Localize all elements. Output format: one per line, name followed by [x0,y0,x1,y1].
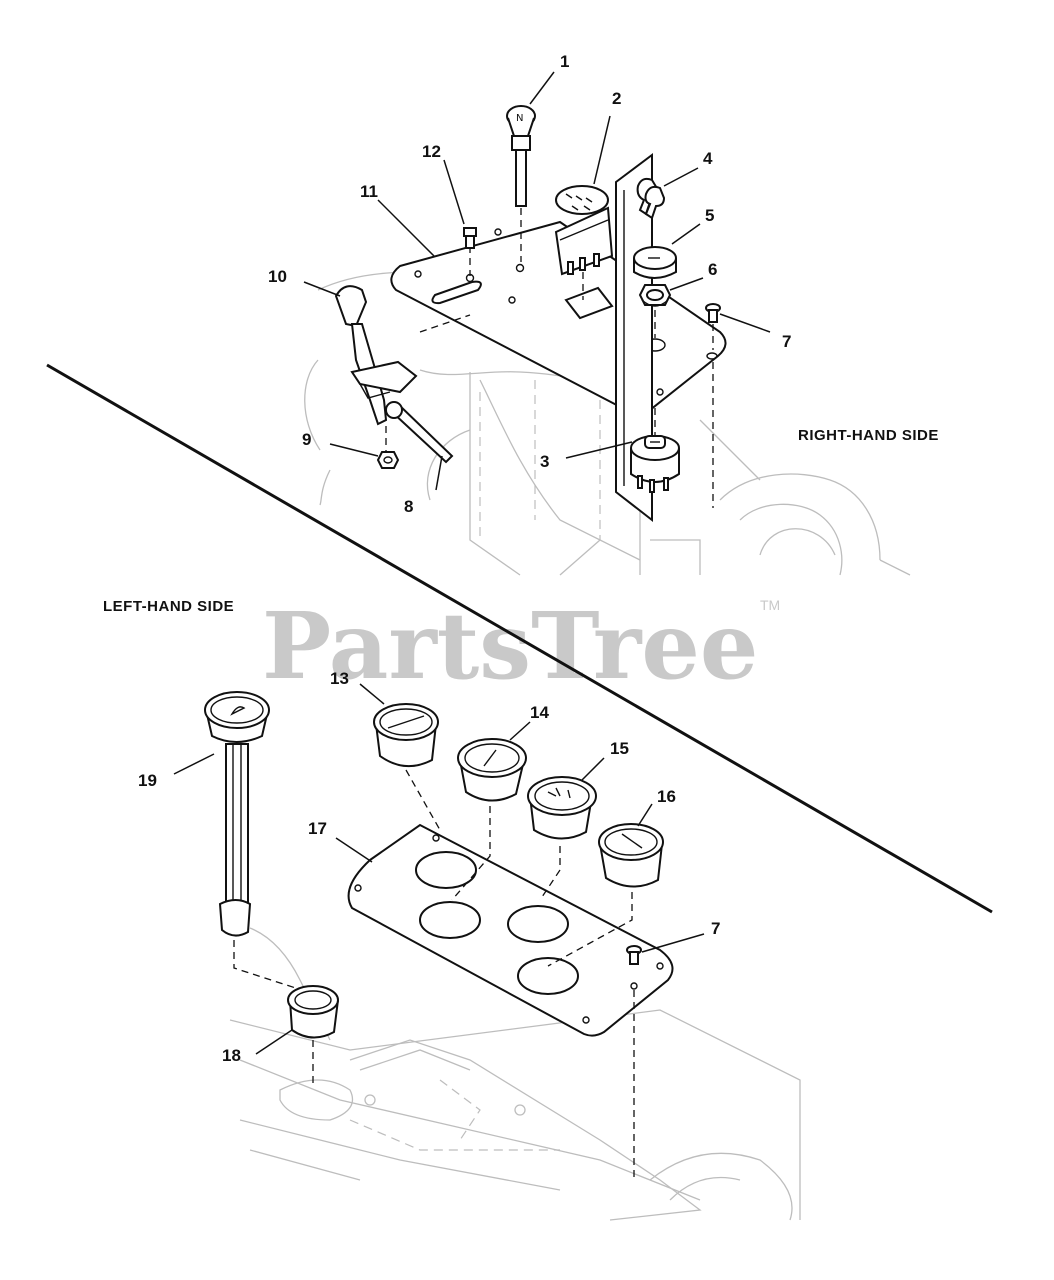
blank-plug-right [547,823,664,967]
left-hand-side-label: LEFT-HAND SIDE [103,598,234,615]
ignition-nut [638,284,672,338]
callout-8: 8 [404,497,413,516]
ignition-switch [630,408,680,493]
callout-13: 13 [330,669,349,688]
hour-meter-gauge [451,738,527,901]
choke-knob: N [506,105,536,262]
callout-18: 18 [222,1046,241,1065]
callout-14: 14 [530,703,549,722]
callout-12: 12 [422,142,441,161]
ammeter-gauge [527,776,597,901]
right-hand-side-label: RIGHT-HAND SIDE [798,427,939,444]
lever-nut [376,451,400,469]
callout-5: 5 [705,206,714,225]
callout-11: 11 [360,182,378,201]
watermark-text: PartsTree [262,592,758,700]
plate-hole [414,270,422,278]
callout-17: 17 [308,819,327,838]
callout-16: 16 [657,787,676,806]
section-divider-line [46,363,993,914]
pto-switch [554,185,614,300]
leader-lines [173,71,771,1055]
callout-3: 3 [540,452,549,471]
switch-cutout [564,286,614,320]
ignition-key [636,177,666,248]
callout-9: 9 [302,430,311,449]
plate-hole [494,228,502,236]
callout-15: 15 [610,739,629,758]
throttle-lever [334,285,471,464]
fuel-gauge-bushing [287,985,339,1084]
lower-chassis-outline [229,1009,801,1221]
callout-7-left: 7 [711,919,720,938]
callout-numbers: 1 2 3 4 5 6 7 8 9 10 11 12 13 14 15 16 1… [138,52,791,1065]
callout-19: 19 [138,771,157,790]
plate-hole [706,352,718,360]
ignition-cap [633,246,677,279]
plate-hole [515,263,525,273]
callout-10: 10 [268,267,287,286]
upper-chassis-outline [304,271,911,576]
callout-7-right: 7 [782,332,791,351]
callout-6: 6 [708,260,717,279]
plate-screw-right [705,303,721,508]
plate-slot [431,280,482,305]
callout-1: 1 [560,52,569,71]
plate-screw-left [626,945,642,1180]
callout-2: 2 [612,89,621,108]
ignition-bracket [615,153,653,523]
panel-screw [463,227,477,276]
gauge-panel-plate [347,823,674,1037]
blank-plug [373,703,441,831]
fuel-gauge-sender [204,691,331,1041]
callout-4: 4 [703,149,713,168]
svg-text:N: N [516,113,523,124]
watermark-trademark: TM [760,597,780,613]
plate-hole [508,296,516,304]
plate-hole [656,388,664,396]
